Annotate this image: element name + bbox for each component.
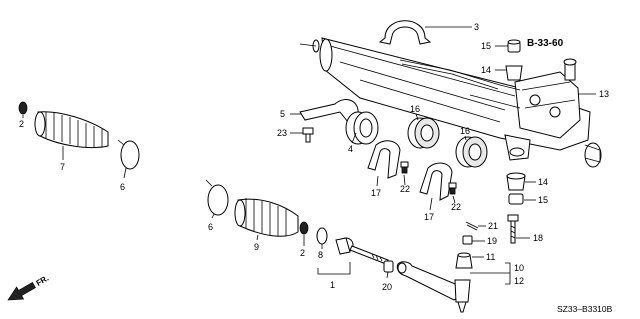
upper-mount-bushings — [505, 39, 523, 81]
callout-14-lower: 14 — [538, 177, 548, 187]
bracket — [299, 99, 359, 123]
castle-nut — [462, 235, 473, 245]
callout-6-upper: 6 — [120, 182, 125, 192]
callout-9: 9 — [254, 242, 259, 252]
boot-clip-left — [18, 101, 28, 115]
bushing-clamp-17b — [419, 162, 453, 201]
callout-13: 13 — [599, 89, 609, 99]
callout-16-left: 16 — [410, 104, 420, 114]
callout-1: 1 — [330, 280, 335, 290]
callout-16-right: 16 — [460, 126, 470, 136]
rack-bushing — [345, 111, 379, 145]
bushing-clamp-17a — [367, 140, 401, 179]
callout-23: 23 — [277, 128, 287, 138]
valve-body-assembly — [514, 58, 581, 139]
mounting-bracket — [378, 20, 432, 45]
hydraulic-lines — [399, 59, 521, 109]
callout-2-left: 2 — [19, 119, 24, 129]
callout-4: 4 — [348, 144, 353, 154]
callout-7: 7 — [60, 162, 65, 172]
callout-20: 20 — [382, 282, 392, 292]
callout-5: 5 — [280, 109, 285, 119]
steering-boot-left — [34, 111, 109, 149]
leader-lines — [22, 26, 596, 285]
tie-rod — [335, 237, 389, 265]
callout-15-upper: 15 — [481, 41, 491, 51]
callout-22-lower: 22 — [451, 202, 461, 212]
cotter-pin — [465, 221, 479, 231]
callout-8: 8 — [318, 250, 323, 260]
rack-bushing-16b — [455, 136, 488, 168]
callout-22-upper: 22 — [400, 184, 410, 194]
bolt — [302, 127, 314, 143]
lock-washer — [316, 227, 328, 245]
front-direction-label: FR. — [35, 274, 51, 288]
callout-21: 21 — [488, 221, 498, 231]
boot-clip-lower — [299, 221, 309, 235]
callout-18: 18 — [533, 233, 543, 243]
boot-band-lower — [205, 179, 229, 216]
lower-mount-bushings — [506, 172, 526, 205]
callout-17-left: 17 — [371, 188, 381, 198]
callout-12: 12 — [514, 276, 524, 286]
rack-bushing-16a — [407, 117, 440, 149]
mounting-bolt — [507, 214, 519, 244]
callout-10: 10 — [514, 263, 524, 273]
jam-nut — [383, 260, 394, 273]
steering-boot-right — [234, 198, 299, 237]
callout-2-lower: 2 — [300, 248, 305, 258]
callout-17-right: 17 — [424, 212, 434, 222]
arrow-icon — [7, 281, 36, 301]
callout-19: 19 — [487, 236, 497, 246]
callout-14-upper: 14 — [481, 65, 491, 75]
ball-joint-boot — [455, 252, 473, 269]
callout-3: 3 — [474, 22, 479, 32]
reference-label: B-33-60 — [527, 38, 564, 49]
diagram-code: SZ33–B3310B — [557, 304, 613, 314]
boot-band-upper — [117, 139, 140, 170]
callout-6-lower: 6 — [208, 222, 213, 232]
clamp-bolt-22a — [400, 161, 409, 174]
tie-rod-end — [396, 261, 471, 313]
front-direction-arrow: FR. — [7, 274, 51, 301]
callout-15-lower: 15 — [538, 195, 548, 205]
callout-11: 11 — [486, 252, 495, 262]
clamp-bolt-22b — [448, 182, 457, 195]
